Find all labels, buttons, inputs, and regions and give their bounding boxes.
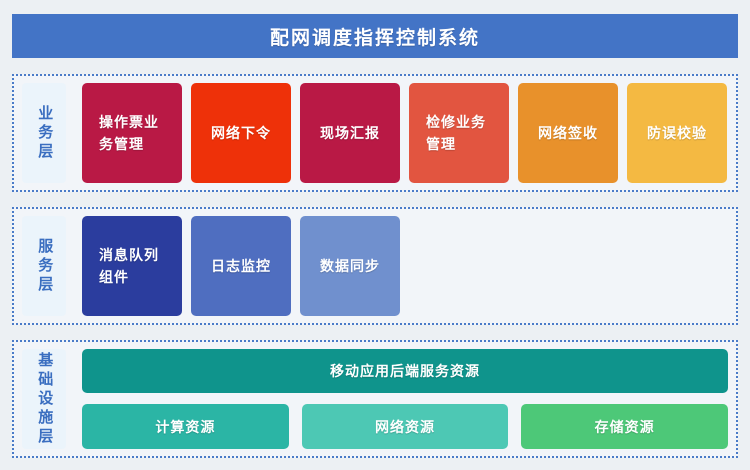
layer-label-business-text: 业务层 [36, 104, 54, 162]
box-operation-ticket-management: 操作票业务管理 [82, 83, 182, 183]
layer-business: 业务层 操作票业务管理 网络下令 现场汇报 检修业务管理 网络签收 防误校验 [12, 74, 738, 192]
box-maintenance-management: 检修业务管理 [409, 83, 509, 183]
page-title: 配网调度指挥控制系统 [12, 14, 738, 58]
box-message-queue-component: 消息队列组件 [82, 216, 182, 316]
layer-label-business: 业务层 [22, 83, 66, 183]
service-boxes-row: 消息队列组件 日志监控 数据同步 [82, 216, 728, 316]
box-storage-resource: 存储资源 [521, 404, 729, 449]
layer-label-service: 服务层 [22, 216, 66, 316]
box-mobile-backend-service-resource: 移动应用后端服务资源 [82, 349, 728, 393]
box-compute-resource: 计算资源 [82, 404, 289, 449]
infrastructure-boxes: 移动应用后端服务资源 计算资源 网络资源 存储资源 [82, 349, 729, 449]
box-network-resource: 网络资源 [301, 404, 509, 449]
layer-label-infrastructure-text: 基础设施层 [36, 351, 54, 447]
layer-service: 服务层 消息队列组件 日志监控 数据同步 [12, 207, 738, 325]
business-boxes-row: 操作票业务管理 网络下令 现场汇报 检修业务管理 网络签收 防误校验 [82, 83, 728, 183]
infrastructure-resources-row: 计算资源 网络资源 存储资源 [82, 404, 729, 449]
layer-label-service-text: 服务层 [36, 237, 54, 295]
box-network-order: 网络下令 [191, 83, 291, 183]
box-data-sync: 数据同步 [300, 216, 400, 316]
box-site-report: 现场汇报 [300, 83, 400, 183]
box-log-monitor: 日志监控 [191, 216, 291, 316]
box-mistake-prevention-check: 防误校验 [627, 83, 727, 183]
layer-infrastructure: 基础设施层 移动应用后端服务资源 计算资源 网络资源 存储资源 [12, 340, 738, 458]
box-network-sign-off: 网络签收 [518, 83, 618, 183]
layer-label-infrastructure: 基础设施层 [22, 349, 66, 449]
